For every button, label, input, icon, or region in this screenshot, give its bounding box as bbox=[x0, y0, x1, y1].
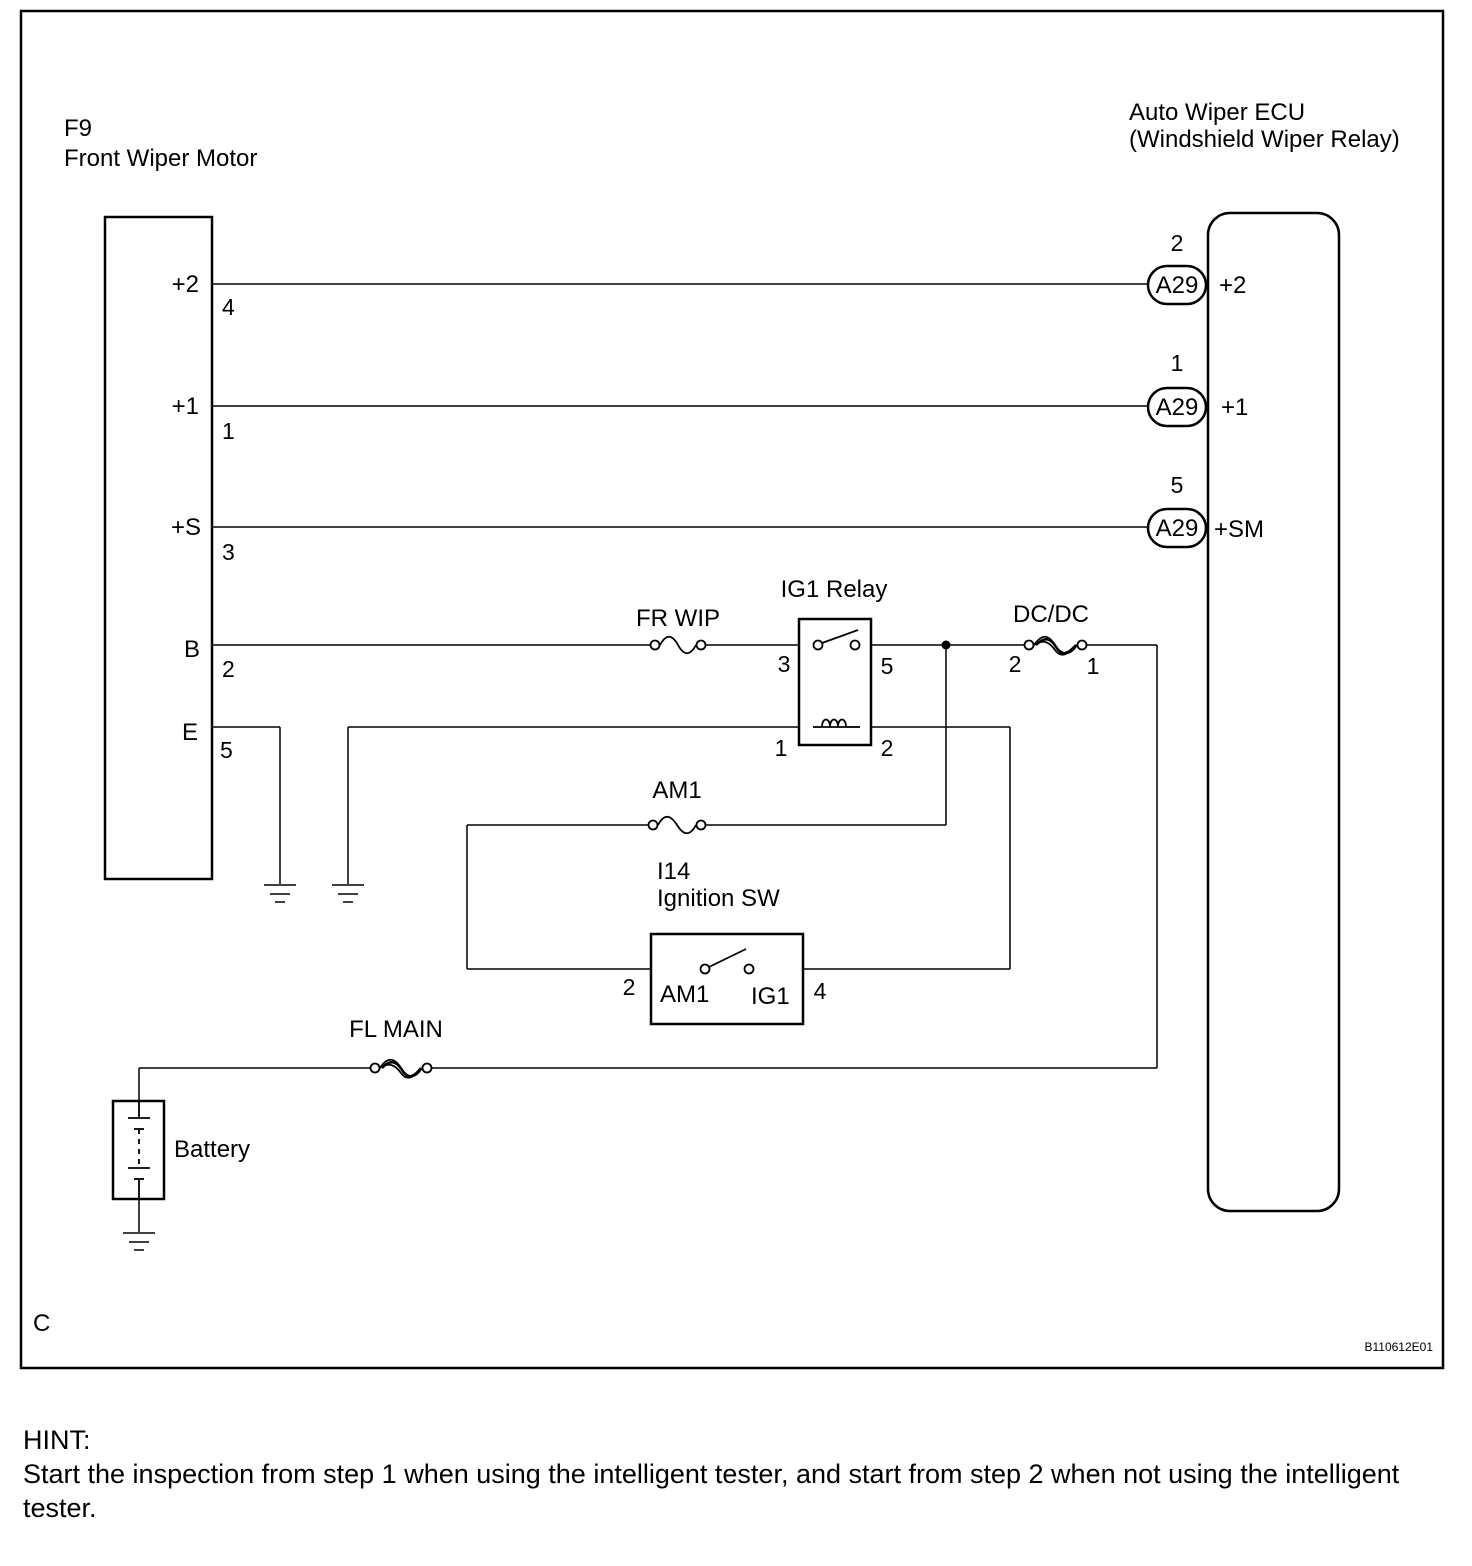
ignition-ig1-label: IG1 bbox=[751, 983, 790, 1010]
fuse-am1-icon bbox=[647, 815, 707, 835]
signal-wires bbox=[212, 283, 1148, 528]
connector-label-3: A29 bbox=[1156, 515, 1199, 542]
hint-title: HINT: bbox=[23, 1425, 91, 1455]
relay-pin-1: 1 bbox=[775, 735, 788, 761]
figure-id: B110612E01 bbox=[1364, 1340, 1433, 1354]
connector-label-2: A29 bbox=[1156, 394, 1199, 421]
junction-dot bbox=[941, 640, 951, 650]
motor-code: F9 bbox=[64, 115, 92, 142]
ignition-am1-label: AM1 bbox=[660, 981, 709, 1008]
ecu-name: Auto Wiper ECU bbox=[1129, 99, 1305, 126]
fuse-fr-wip-icon bbox=[649, 635, 707, 655]
motor-pin-5-num: 5 bbox=[220, 737, 233, 763]
corner-letter: C bbox=[33, 1310, 50, 1337]
connector-label-1: A29 bbox=[1156, 272, 1199, 299]
wiring-diagram: F9 Front Wiper Motor +2 +1 +S B E 4 1 3 … bbox=[19, 9, 1445, 1370]
ignition-pin-4: 4 bbox=[814, 978, 827, 1004]
ignition-pin-2: 2 bbox=[623, 974, 636, 1000]
ground-symbols bbox=[123, 884, 364, 1251]
relay-pin-3: 3 bbox=[778, 651, 791, 677]
ignition-code: I14 bbox=[657, 858, 690, 885]
ignition-name: Ignition SW bbox=[657, 885, 780, 912]
ground-icon bbox=[264, 884, 296, 903]
auto-wiper-ecu-box bbox=[1206, 211, 1341, 1213]
motor-pin-labels: +2 +1 +S B E 4 1 3 2 5 bbox=[171, 271, 235, 763]
ignition-switch-icon bbox=[699, 948, 755, 975]
motor-pin-plus1-label: +1 bbox=[172, 393, 199, 420]
ecu-subname: (Windshield Wiper Relay) bbox=[1129, 126, 1400, 153]
fuse-fl-main-label: FL MAIN bbox=[349, 1016, 443, 1043]
ignition-switch-box bbox=[649, 932, 805, 1026]
motor-pin-plus2-label: +2 bbox=[172, 271, 199, 298]
battery-label: Battery bbox=[174, 1136, 250, 1163]
relay-coil-icon bbox=[813, 718, 860, 728]
fuse-fr-wip-label: FR WIP bbox=[636, 605, 720, 632]
relay-label: IG1 Relay bbox=[781, 576, 888, 603]
motor-pin-2-num: 2 bbox=[222, 656, 235, 682]
fuse-dcdc-icon bbox=[1023, 635, 1088, 656]
motor-pin-E-label: E bbox=[182, 719, 198, 746]
dcdc-pin-2: 2 bbox=[1009, 651, 1022, 677]
fuse-dcdc-label: DC/DC bbox=[1013, 601, 1089, 628]
dcdc-pin-1: 1 bbox=[1087, 653, 1100, 679]
ecu-pin-5-num: 5 bbox=[1171, 472, 1184, 498]
motor-pin-4-num: 4 bbox=[222, 294, 235, 320]
motor-pin-B-label: B bbox=[184, 636, 200, 663]
fuse-am1-label: AM1 bbox=[652, 777, 701, 804]
ground-icon bbox=[332, 884, 364, 903]
ecu-pin-plus2-label: +2 bbox=[1219, 272, 1246, 299]
front-wiper-motor-box bbox=[103, 215, 214, 881]
connector-a29-pin1 bbox=[1146, 386, 1208, 428]
ecu-connectors: A29 A29 A29 2 1 5 +2 +1 +SM bbox=[1146, 230, 1264, 549]
connector-a29-pin2 bbox=[1146, 264, 1208, 306]
ground-icon bbox=[123, 1199, 155, 1251]
ecu-pin-2-num: 2 bbox=[1171, 230, 1184, 256]
diagram-frame bbox=[19, 9, 1445, 1370]
motor-name: Front Wiper Motor bbox=[64, 145, 257, 172]
relay-pin-5: 5 bbox=[881, 653, 894, 679]
hint-section: HINT: Start the inspection from step 1 w… bbox=[23, 1423, 1453, 1525]
connector-a29-pin5 bbox=[1146, 507, 1208, 549]
ecu-pin-plusSM-label: +SM bbox=[1214, 516, 1264, 543]
relay-switch-icon bbox=[812, 629, 861, 651]
power-wires bbox=[138, 644, 1158, 1100]
hint-text: Start the inspection from step 1 when us… bbox=[23, 1459, 1400, 1523]
battery-icon bbox=[128, 1101, 150, 1199]
motor-pin-1-num: 1 bbox=[222, 418, 235, 444]
ecu-pin-plus1-label: +1 bbox=[1221, 394, 1248, 421]
ig1-relay-box bbox=[797, 617, 873, 747]
fuse-fl-main-icon bbox=[369, 1058, 433, 1079]
ecu-pin-1-num: 1 bbox=[1171, 350, 1184, 376]
motor-pin-3-num: 3 bbox=[222, 539, 235, 565]
motor-pin-plusS-label: +S bbox=[171, 514, 201, 541]
relay-pin-2: 2 bbox=[881, 735, 894, 761]
